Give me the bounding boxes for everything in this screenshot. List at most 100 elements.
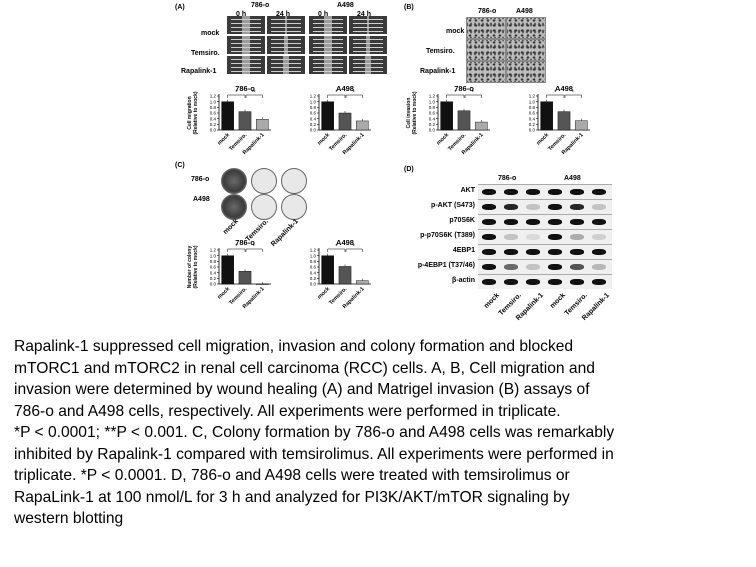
western-blot xyxy=(478,184,612,289)
blot-row xyxy=(478,229,612,244)
y-tick-label: 0.2 xyxy=(210,276,217,281)
panel-b-line-786o: 786-o xyxy=(478,8,497,15)
invasion-image xyxy=(506,39,546,61)
caption-line: mTORC1 and mTORC2 in renal cell carcinom… xyxy=(14,359,595,377)
y-tick-label: 0.0 xyxy=(310,128,317,133)
significance-bracket xyxy=(464,94,482,98)
caption-line: inhibited by Rapalink-1 compared with te… xyxy=(14,445,614,463)
blot-band xyxy=(504,279,518,285)
blot-band xyxy=(482,234,496,240)
panel-a-time: 0 h xyxy=(318,11,329,18)
y-tick-label: 0.4 xyxy=(310,116,317,121)
y-tick-label: 0.6 xyxy=(210,265,217,270)
y-axis-label: Number of colony xyxy=(187,246,193,289)
blot-band xyxy=(526,264,540,270)
bar xyxy=(256,119,269,131)
wound-image xyxy=(267,36,305,54)
panel-a: (A) 786-o A498 0 h 24 h 0 h 24 h mock Te… xyxy=(175,2,395,156)
y-tick-label: 0.4 xyxy=(210,270,217,275)
blot-band xyxy=(570,279,584,285)
bar xyxy=(575,120,588,131)
blot-band xyxy=(526,189,540,195)
y-tick-label: 1.2 xyxy=(310,94,317,99)
panel-a-label: (A) xyxy=(175,4,185,11)
blot-row-label: β-actin xyxy=(452,277,475,284)
significance-bracket xyxy=(327,248,346,252)
significance-label: ** xyxy=(252,90,256,96)
blot-band xyxy=(526,279,540,285)
panel-a-time: 0 h xyxy=(236,11,247,18)
figure-caption: Rapalink-1 suppressed cell migration, in… xyxy=(14,336,750,530)
x-tick-label: mock xyxy=(436,132,451,147)
significance-label: * xyxy=(472,90,474,96)
panel-c-chart-a498: A4980.00.20.40.60.81.01.2mockTemsiro.Rap… xyxy=(310,238,371,310)
invasion-image xyxy=(466,17,506,39)
x-tick-label: mock xyxy=(317,132,332,147)
y-tick-label: 1.0 xyxy=(310,99,317,104)
significance-bracket xyxy=(345,248,363,252)
y-tick-label: 0.0 xyxy=(310,282,317,287)
blot-row xyxy=(478,199,612,214)
y-tick-label: 0.4 xyxy=(310,270,317,275)
panel-b-label: (B) xyxy=(404,4,414,11)
panel-b-line-a498: A498 xyxy=(516,8,533,15)
invasion-image xyxy=(506,61,546,83)
significance-label: * xyxy=(335,90,337,96)
blot-band xyxy=(504,234,518,240)
blot-band xyxy=(526,234,540,240)
blot-band xyxy=(548,189,562,195)
y-tick-label: 0.4 xyxy=(529,116,536,121)
y-tick-label: 0.8 xyxy=(529,105,536,110)
y-axis-label: (Relative to mock) xyxy=(412,91,418,134)
y-tick-label: 0.0 xyxy=(429,128,436,133)
significance-bracket xyxy=(245,248,263,252)
significance-bracket xyxy=(345,94,363,98)
blot-band xyxy=(482,204,496,210)
blot-band xyxy=(570,219,584,225)
panel-d-line-a498: A498 xyxy=(564,175,581,182)
y-tick-label: 0.6 xyxy=(310,265,317,270)
y-tick-label: 1.2 xyxy=(310,248,317,253)
x-tick-label: mock xyxy=(217,286,232,301)
blot-lane-label: mock xyxy=(483,292,501,310)
blot-band xyxy=(526,249,540,255)
y-tick-label: 1.2 xyxy=(210,248,217,253)
caption-line: Rapalink-1 suppressed cell migration, in… xyxy=(14,338,574,355)
blot-row-label: 4EBP1 xyxy=(452,247,475,254)
panel-a-time: 24 h xyxy=(357,11,372,18)
significance-bracket xyxy=(245,94,263,98)
y-tick-label: 0.4 xyxy=(429,116,436,121)
significance-label: * xyxy=(554,90,556,96)
blot-band xyxy=(548,279,562,285)
y-tick-label: 0.0 xyxy=(529,128,536,133)
panel-a-line-786o: 786-o xyxy=(251,2,270,9)
bar xyxy=(440,101,453,131)
blot-row xyxy=(478,184,612,199)
caption-line: *P < 0.0001; **P < 0.001. C, Colony form… xyxy=(14,424,615,441)
x-tick-label: mock xyxy=(536,132,551,147)
blot-band xyxy=(548,234,562,240)
blot-row xyxy=(478,274,612,289)
blot-band xyxy=(592,279,606,285)
caption-line: 786-o and A498 cells, respectively. All … xyxy=(14,402,561,420)
blot-band xyxy=(570,189,584,195)
y-axis-label: (Relative to mock) xyxy=(193,91,199,134)
significance-bracket xyxy=(564,94,582,98)
blot-band xyxy=(482,249,496,255)
significance-label: * xyxy=(572,90,574,96)
panel-b-row-label: Rapalink-1 xyxy=(420,68,456,75)
y-tick-label: 1.2 xyxy=(210,94,217,99)
panel-b-chart-a498: A4980.00.20.40.60.81.01.2mockTemsiro.Rap… xyxy=(529,84,590,156)
blot-row-label: p-4EBP1 (T37/46) xyxy=(417,262,475,269)
wound-image xyxy=(309,36,347,54)
blot-band xyxy=(548,264,562,270)
y-tick-label: 1.0 xyxy=(210,253,217,258)
panel-c: (C) 786-o A498 mock Temsiro. Rapalink-1 … xyxy=(175,162,395,322)
bar xyxy=(221,255,234,285)
invasion-image xyxy=(506,17,546,39)
y-tick-label: 0.2 xyxy=(529,122,536,127)
y-tick-label: 0.6 xyxy=(310,111,317,116)
